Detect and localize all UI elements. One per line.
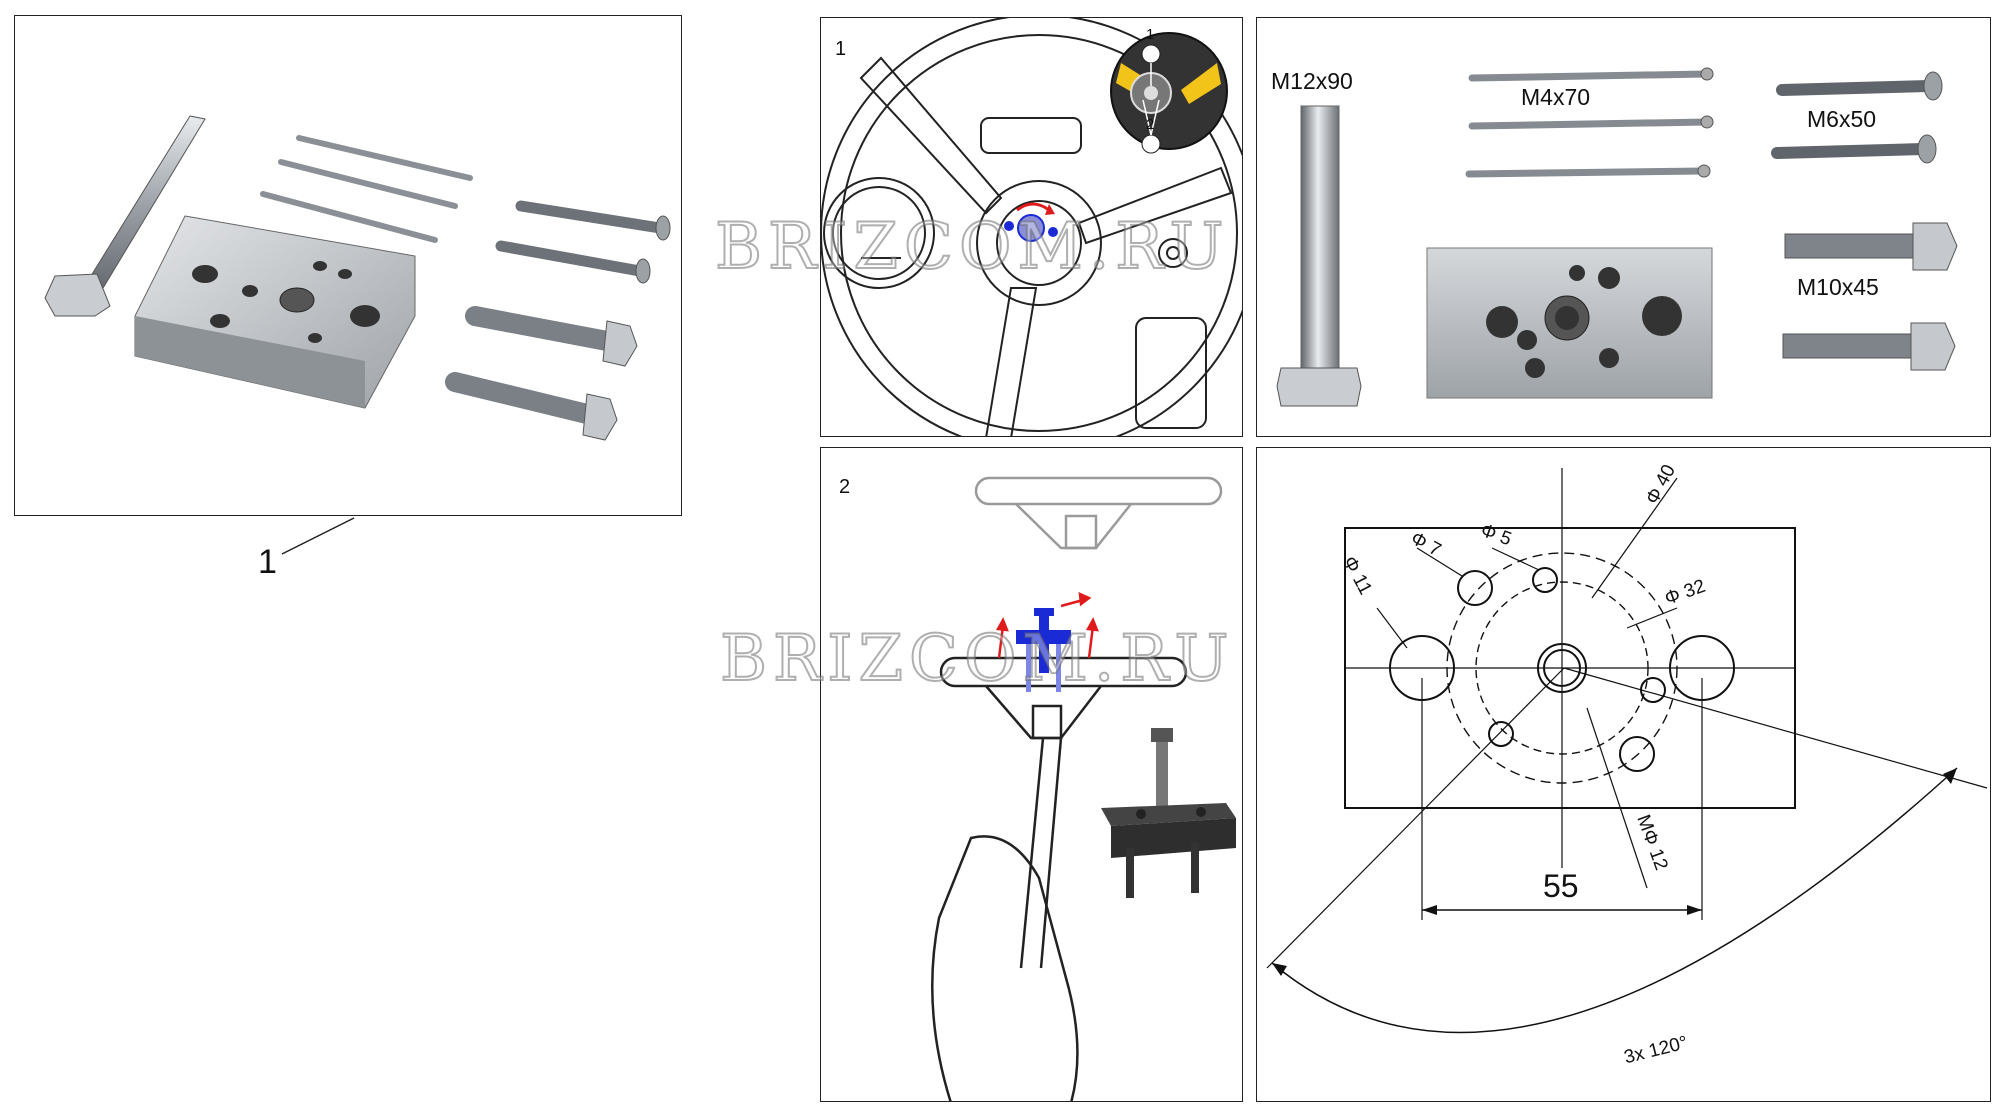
label-m12x90: M12x90 — [1271, 68, 1353, 94]
m10-bolts-photo — [445, 306, 638, 441]
puller-block-assembled — [1101, 728, 1236, 898]
lift-arrows — [995, 591, 1099, 659]
blue-puller-tool — [1016, 608, 1071, 692]
hub-inset-photo — [1110, 32, 1228, 154]
block-dimension-drawing — [1266, 468, 1988, 1034]
inset-callout-1: 1 — [1146, 26, 1155, 43]
m12-bolt-photo — [44, 115, 206, 317]
m4-rods-photo — [260, 135, 473, 243]
kit-photo-illustration — [44, 115, 671, 441]
hub-nut-marker — [1017, 214, 1045, 242]
dim-55: 55 — [1543, 868, 1579, 904]
label-m6x50: M6x50 — [1807, 106, 1877, 132]
main-callout-number: 1 — [258, 543, 277, 581]
bolts-panel: M12x90 M4x70 M6x50 M10x45 — [1256, 17, 1991, 437]
step1-panel: 1 1 2 — [820, 17, 1243, 437]
step2-number: 2 — [839, 476, 851, 498]
kit-photo-panel — [14, 15, 682, 516]
callout-leader-line — [281, 517, 355, 555]
puller-block-photo — [134, 215, 416, 409]
step2-illustration — [931, 476, 1236, 1101]
inset-callout-2: 2 — [1146, 116, 1155, 133]
steering-wheel-illustration — [821, 18, 1242, 436]
technical-drawing-panel: Φ 11 Φ 7 Φ 5 Φ 40 Φ 32 MΦ 12 55 3x 120° — [1256, 447, 1991, 1102]
bolts-illustration — [1276, 67, 1958, 407]
step1-number: 1 — [835, 38, 847, 60]
step2-panel: 2 — [820, 447, 1243, 1102]
m6-screws-photo — [495, 200, 671, 284]
label-m4x70: M4x70 — [1521, 84, 1591, 110]
label-m10x45: M10x45 — [1797, 274, 1879, 300]
rotation-arrow — [1016, 202, 1050, 212]
